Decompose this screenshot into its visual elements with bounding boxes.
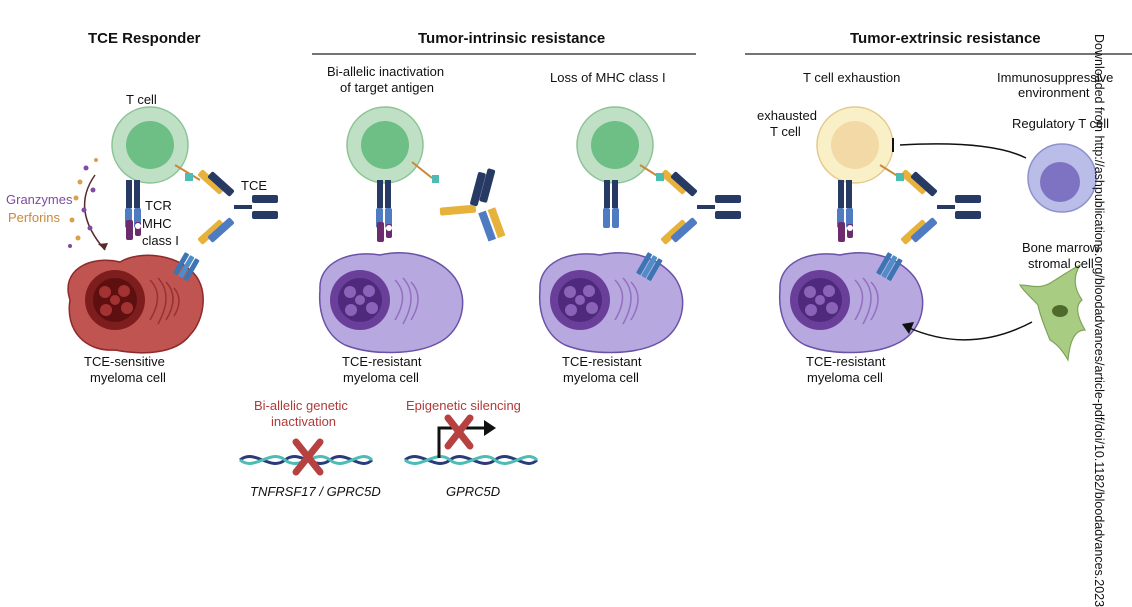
biallelic-title-1: Bi-allelic inactivation xyxy=(327,64,445,79)
immunosuppressive-title-1: Immunosuppressive xyxy=(997,70,1114,85)
exhaustion-title: T cell exhaustion xyxy=(803,70,901,85)
resistant-cell-label-1: TCE-resistant xyxy=(806,354,886,369)
exhausted-label-2: T cell xyxy=(770,124,801,139)
resistant-cell-label-2: myeloma cell xyxy=(563,370,639,385)
figure-canvas xyxy=(67,53,1132,476)
tcr-label: TCR xyxy=(145,198,172,213)
resistant-cell-label-2: myeloma cell xyxy=(807,370,883,385)
epigenetic-silencing-diagram xyxy=(404,414,539,465)
panel-mhc-loss xyxy=(538,106,741,354)
genetic-inactivation-label-2: inactivation xyxy=(271,414,337,429)
genetic-inactivation-diagram xyxy=(239,438,374,476)
t-cell-label: T cell xyxy=(126,92,157,107)
unbound-tce xyxy=(439,168,506,242)
immunosuppressive-title-2: environment xyxy=(1018,85,1090,100)
tce-label: TCE xyxy=(241,178,267,193)
granule-dots xyxy=(68,158,98,248)
inhibition-line xyxy=(899,143,1027,159)
biallelic-title-2: of target antigen xyxy=(340,80,434,95)
download-watermark: Downloaded from http://ashpublications.o… xyxy=(1092,34,1112,607)
heading-intrinsic: Tumor-intrinsic resistance xyxy=(418,30,606,47)
sensitive-cell-label-1: TCE-sensitive xyxy=(84,354,165,369)
panel-immunosuppressive xyxy=(892,138,1097,362)
sensitive-cell-label-2: myeloma cell xyxy=(90,370,166,385)
er-lines xyxy=(149,277,180,325)
panel-exhaustion xyxy=(778,106,981,354)
download-watermark-text: Downloaded from http://ashpublications.o… xyxy=(1092,34,1106,607)
bone-marrow-label-2: stromal cell xyxy=(1028,256,1094,271)
genetic-gene-label: TNFRSF17 / GPRC5D xyxy=(250,484,381,499)
mhc-label: MHC xyxy=(142,216,172,231)
epigenetic-label: Epigenetic silencing xyxy=(406,398,521,413)
release-arrow xyxy=(83,174,106,251)
class-i-label: class I xyxy=(142,233,179,248)
exhausted-label-1: exhausted xyxy=(757,108,817,123)
stromal-arrow xyxy=(906,321,1033,341)
cross-mark xyxy=(444,414,474,450)
resistant-cell-label-1: TCE-resistant xyxy=(342,354,422,369)
cross-mark xyxy=(292,438,324,476)
resistant-cell-label-1: TCE-resistant xyxy=(562,354,642,369)
granzymes-label: Granzymes xyxy=(6,192,73,207)
genetic-inactivation-label-1: Bi-allelic genetic xyxy=(254,398,348,413)
heading-extrinsic: Tumor-extrinsic resistance xyxy=(850,30,1041,47)
myeloma-nucleus xyxy=(85,270,145,330)
mhc-loss-title: Loss of MHC class I xyxy=(550,70,666,85)
panel-responder xyxy=(67,106,278,354)
bone-marrow-label-1: Bone marrow xyxy=(1022,240,1100,255)
heading-tce-responder: TCE Responder xyxy=(88,30,201,47)
t-cell-nucleus xyxy=(126,121,174,169)
perforins-label: Perforins xyxy=(8,210,61,225)
panel-biallelic xyxy=(318,106,506,354)
mhc-class-i xyxy=(126,220,141,240)
resistant-cell-label-2: myeloma cell xyxy=(343,370,419,385)
promoter-arrow xyxy=(437,426,484,458)
regulatory-t-cell-label: Regulatory T cell xyxy=(1012,116,1110,131)
epigenetic-gene-label: GPRC5D xyxy=(446,484,501,499)
